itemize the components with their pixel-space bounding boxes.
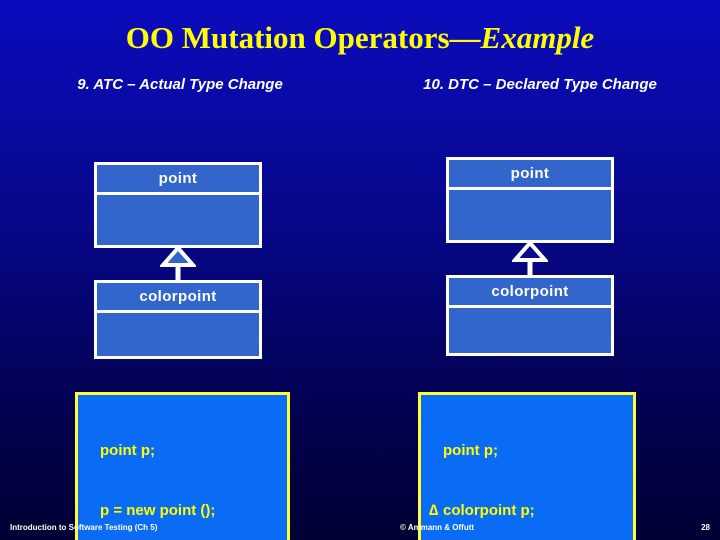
column-heading-right: 10. DTC – Declared Type Change [423, 76, 657, 93]
footer-copyright-label: © Ammann & Offutt [400, 523, 475, 532]
class-box-point-left: point [94, 162, 262, 248]
class-box-colorpoint-right: colorpoint [446, 275, 614, 356]
code-text: p = new point (); [100, 502, 216, 519]
generalization-arrow-right [510, 239, 550, 280]
mutation-marker: ∆ [429, 502, 439, 519]
code-text: point p; [100, 442, 155, 459]
page-title-emphasis: Example [480, 20, 595, 55]
page-title-main: OO Mutation Operators [125, 20, 450, 55]
page-title: OO Mutation Operators—Example [0, 22, 720, 53]
code-text: point p; [443, 442, 498, 459]
column-heading-left: 9. ATC – Actual Type Change [77, 76, 283, 93]
code-line: ∆colorpoint p; [429, 501, 623, 521]
code-line: point p; [429, 441, 623, 461]
footer-page-number: 28 [701, 523, 710, 532]
code-line: point p; [86, 441, 277, 461]
code-block-left: point p; p = new point (); ∆p = new colo… [75, 392, 290, 540]
code-block-right: point p; ∆colorpoint p; p = new colorpoi… [418, 392, 636, 540]
class-name-label: colorpoint [97, 283, 259, 313]
footer-source-label: Introduction to Software Testing (Ch 5) [10, 523, 158, 532]
class-name-label: point [449, 160, 611, 190]
code-text: colorpoint p; [443, 502, 535, 519]
generalization-arrow-left [158, 244, 198, 285]
page-title-dash: — [449, 20, 481, 55]
code-line: p = new point (); [86, 501, 277, 521]
class-attributes-compartment [449, 308, 611, 383]
class-name-label: colorpoint [449, 278, 611, 308]
class-box-colorpoint-left: colorpoint [94, 280, 262, 359]
class-box-point-right: point [446, 157, 614, 243]
class-attributes-compartment [97, 313, 259, 386]
class-name-label: point [97, 165, 259, 195]
